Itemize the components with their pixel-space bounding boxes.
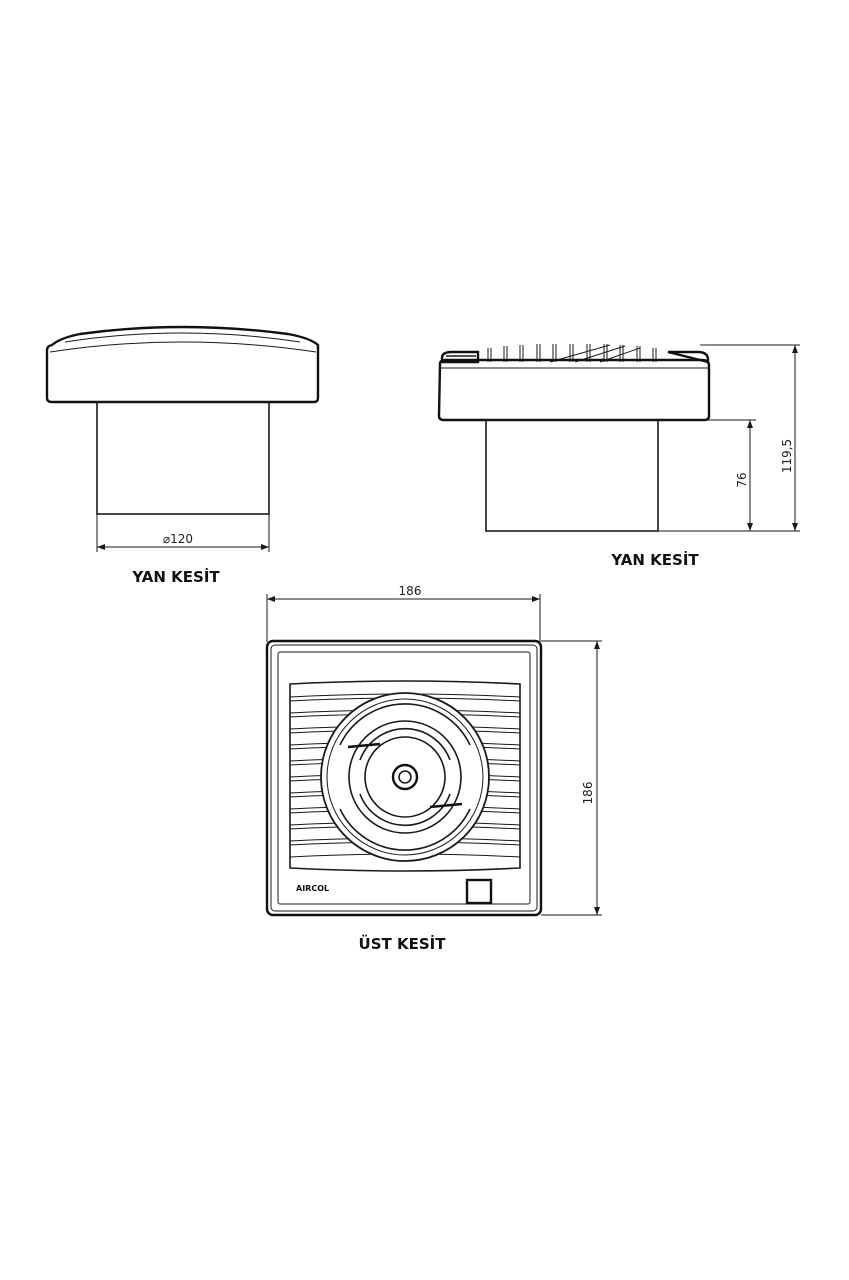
diameter-dimension-label: ⌀120 <box>163 532 193 546</box>
top-view-caption: ÜST KESİT <box>359 934 447 953</box>
switch-button <box>465 878 493 905</box>
right-side-view: 76 119,5 YAN KESİT <box>437 344 800 569</box>
total-height-label: 119,5 <box>780 439 794 473</box>
right-side-caption: YAN KESİT <box>610 550 699 569</box>
top-view: 186 A <box>265 584 602 953</box>
body-height-label: 76 <box>735 472 749 487</box>
width-dimension-label: 186 <box>399 584 422 598</box>
height-dimension-label: 186 <box>581 782 595 805</box>
left-side-caption: YAN KESİT <box>131 567 220 586</box>
left-side-view: ⌀120 YAN KESİT <box>45 325 320 586</box>
brand-logo: AIRCOL <box>296 884 329 893</box>
